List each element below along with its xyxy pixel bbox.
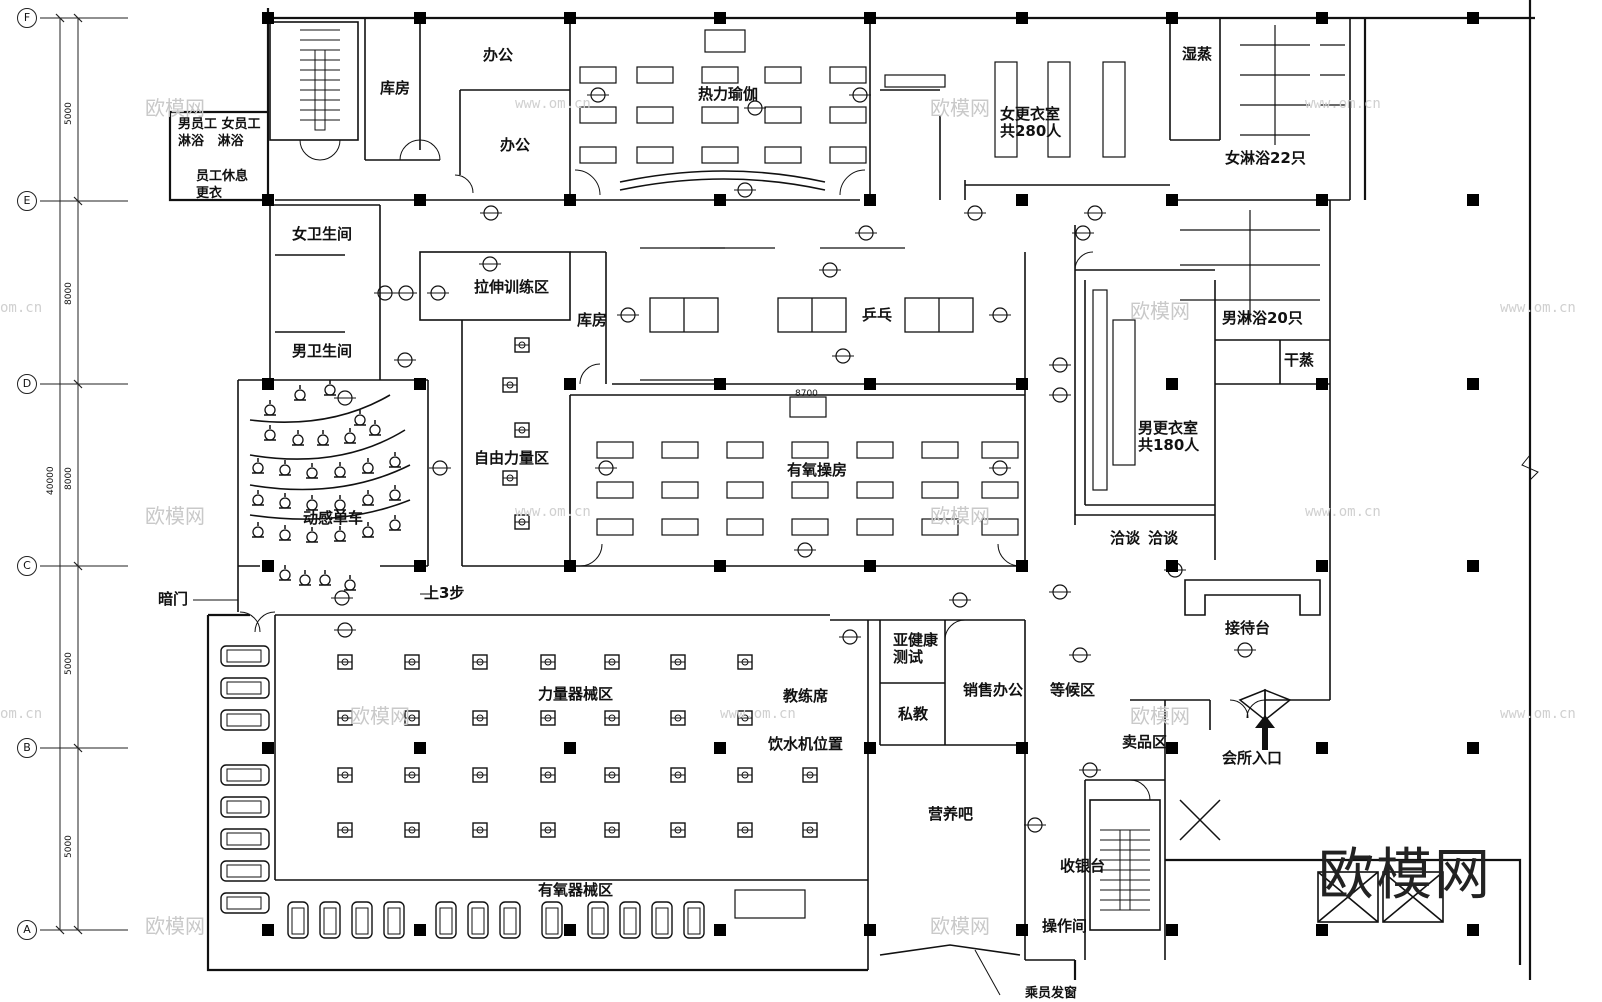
room-female-wc: 女卫生间 [292, 225, 353, 243]
room-spinning: 动感单车 [303, 509, 364, 527]
room-male-shower: 男淋浴20只 [1222, 309, 1303, 327]
room-dry-sauna: 干蒸 [1284, 351, 1315, 369]
watermark-url: www.om.cn [1500, 300, 1576, 316]
entrance-label: 会所入口 [1222, 749, 1283, 767]
grid-axis-e: E [17, 191, 37, 211]
watermark-brand: 欧模网 [145, 96, 205, 120]
watermark-brand: 欧模网 [930, 504, 990, 528]
room-waiting: 等候区 [1050, 681, 1096, 699]
watermark-brand: 欧模网 [1130, 299, 1190, 323]
watermark-url: www.om.cn [1305, 96, 1381, 112]
room-negotiate-1: 洽谈 [1110, 529, 1141, 547]
watermark-brand: 欧模网 [145, 504, 205, 528]
dimension-bay-3: 8000 [64, 467, 74, 490]
grid-axis-c: C [17, 556, 37, 576]
dimension-bay-2: 8000 [64, 282, 74, 305]
room-coach-seat: 教练席 [783, 687, 829, 705]
room-staff-shower: 男员工 女员工 淋浴 淋浴 [178, 117, 261, 149]
room-office-1: 办公 [483, 46, 514, 64]
room-yoga: 热力瑜伽 [698, 85, 759, 103]
dimension-interior: 8700 [795, 389, 818, 399]
serving-window-label: 乘员发窗 [1025, 986, 1078, 1001]
room-retail: 卖品区 [1122, 733, 1168, 751]
room-private-coach: 私教 [898, 705, 929, 723]
watermark-url: www.om.cn [720, 706, 796, 722]
room-male-locker: 男更衣室 共180人 [1138, 419, 1200, 454]
room-female-shower: 女淋浴22只 [1225, 149, 1306, 167]
room-strength-area: 力量器械区 [538, 685, 614, 703]
grid-axis-d: D [17, 374, 37, 394]
room-sauna-wet: 湿蒸 [1182, 45, 1213, 63]
watermark-brand: 欧模网 [145, 914, 205, 938]
room-male-wc: 男卫生间 [292, 342, 353, 360]
grid-axis-a: A [17, 920, 37, 940]
dimension-bay-1: 5000 [64, 102, 74, 125]
room-nutrition-bar: 营养吧 [928, 805, 974, 823]
dimension-bay-4: 5000 [64, 652, 74, 675]
room-cardio-area: 有氧器械区 [538, 881, 614, 899]
room-office-2: 办公 [500, 136, 531, 154]
watermark-logo: 欧模网 [1318, 843, 1492, 908]
room-aerobics: 有氧操房 [787, 461, 848, 479]
watermark-url-short: om.cn [0, 300, 43, 316]
steps-label: 上3步 [424, 584, 465, 602]
watermark-brand: 欧模网 [1130, 704, 1190, 728]
watermark-brand: 欧模网 [350, 704, 410, 728]
watermark-url: www.om.cn [1500, 706, 1576, 722]
hidden-door-label: 暗门 [158, 590, 189, 608]
watermark-url: www.om.cn [1305, 504, 1381, 520]
watermark-brand: 欧模网 [930, 914, 990, 938]
room-staff-rest: 员工休息 更衣 [196, 169, 249, 201]
room-health-test: 亚健康 测试 [893, 631, 939, 666]
room-reception: 接待台 [1225, 619, 1271, 637]
water-machine-label: 饮水机位置 [768, 735, 844, 753]
watermark-url: www.om.cn [515, 504, 591, 520]
room-pingpong: 乒乓 [862, 306, 893, 324]
room-free-weights: 自由力量区 [474, 449, 550, 467]
dimension-total: 40000 [46, 466, 56, 495]
room-negotiate-2: 洽谈 [1148, 529, 1179, 547]
room-operation: 操作间 [1042, 917, 1088, 935]
grid-axis-f: F [17, 8, 37, 28]
room-storage-1: 库房 [380, 79, 411, 97]
room-storage-2: 库房 [577, 311, 608, 329]
grid-axis-b: B [17, 738, 37, 758]
room-cashier: 收银台 [1060, 857, 1106, 875]
room-sales-office: 销售办公 [963, 681, 1024, 699]
watermark-url: www.om.cn [515, 96, 591, 112]
dimension-bay-5: 5000 [64, 835, 74, 858]
room-female-locker: 女更衣室 共280人 [1000, 105, 1062, 140]
watermark-brand: 欧模网 [930, 96, 990, 120]
watermark-url-short: om.cn [0, 706, 43, 722]
room-stretch: 拉伸训练区 [474, 278, 550, 296]
